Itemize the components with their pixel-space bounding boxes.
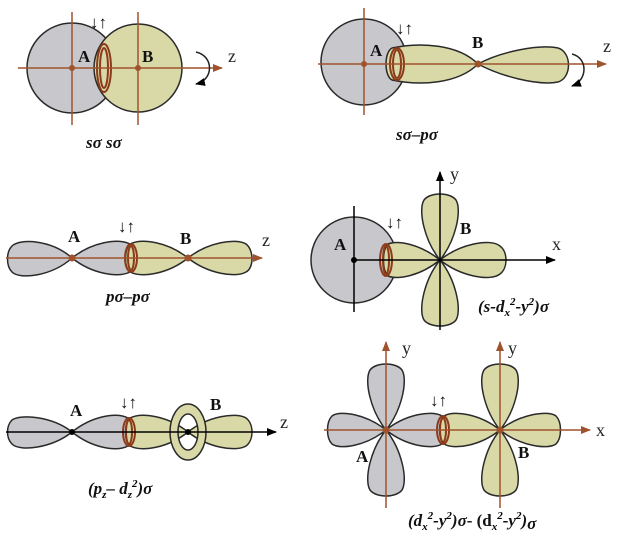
- nucleus-a: [68, 254, 76, 262]
- atom-label-b: B: [142, 47, 153, 66]
- panel-s-d-sigma: A B x y ↓↑ (s-dx2-y2)σ: [310, 164, 561, 330]
- panel-s-p-sigma: A B z ↓↑ sσ–pσ: [318, 8, 611, 144]
- axis-label-z: z: [603, 36, 611, 56]
- atom-label-b: B: [472, 33, 483, 52]
- caption-d-d: (dx2-y2)σ- (dx2-y2)σ: [408, 510, 537, 533]
- nucleus-b: [185, 429, 191, 435]
- panel-p-d-sigma: A B z ↓↑ (pz– dz2)σ: [6, 393, 288, 501]
- atom-label-b: B: [180, 229, 191, 248]
- nucleus-b: [135, 65, 141, 71]
- nucleus-b: [474, 60, 482, 68]
- caption-p-d: (pz– dz2)σ: [88, 478, 153, 501]
- spin-pair-icon: ↓↑: [120, 393, 137, 412]
- atom-label-a: A: [68, 227, 81, 246]
- caption-s-s: sσ sσ: [85, 133, 123, 152]
- axis-label-y-b: y: [508, 338, 517, 358]
- axis-label-z: z: [280, 412, 288, 432]
- axis-label-x: x: [552, 234, 561, 254]
- p-lobe-b-right: [476, 46, 570, 84]
- atom-label-a: A: [356, 447, 369, 466]
- axis-label-z: z: [228, 46, 236, 66]
- atom-label-a: A: [334, 235, 347, 254]
- panel-p-p-sigma: A B z ↓↑ pσ–pσ: [6, 217, 270, 306]
- nucleus-a: [69, 65, 75, 71]
- spin-pair-icon: ↓↑: [386, 213, 403, 232]
- atom-label-a: A: [78, 47, 91, 66]
- atom-label-b: B: [210, 395, 221, 414]
- caption-p-p: pσ–pσ: [104, 287, 151, 306]
- atom-label-a: A: [370, 41, 383, 60]
- caption-s-p: sσ–pσ: [395, 125, 439, 144]
- rotation-arrow-icon: [195, 51, 211, 86]
- nucleus-a: [382, 426, 390, 434]
- axis-label-y: y: [450, 164, 459, 184]
- nucleus-b: [184, 254, 192, 262]
- rotation-arrow-icon: [571, 53, 585, 87]
- spin-pair-icon: ↓↑: [430, 391, 447, 410]
- axis-label-z: z: [262, 230, 270, 250]
- nucleus-a: [69, 429, 75, 435]
- atom-label-a: A: [70, 401, 83, 420]
- atom-label-b: B: [460, 219, 471, 238]
- nucleus-a: [361, 61, 367, 67]
- caption-s-d: (s-dx2-y2)σ: [478, 296, 550, 319]
- spin-pair-icon: ↓↑: [90, 13, 107, 32]
- axis-label-y-a: y: [402, 338, 411, 358]
- nucleus-a: [351, 257, 357, 263]
- atom-label-b: B: [518, 443, 529, 462]
- panel-s-s-sigma: A B z ↓↑ sσ sσ: [18, 12, 236, 152]
- axis-label-x: x: [596, 420, 605, 440]
- panel-d-d-sigma: A B x y y ↓↑ (dx2-y2)σ- (dx2-y2)σ: [324, 338, 605, 533]
- spin-pair-icon: ↓↑: [118, 217, 135, 236]
- nucleus-b: [496, 426, 504, 434]
- spin-pair-icon: ↓↑: [396, 19, 413, 38]
